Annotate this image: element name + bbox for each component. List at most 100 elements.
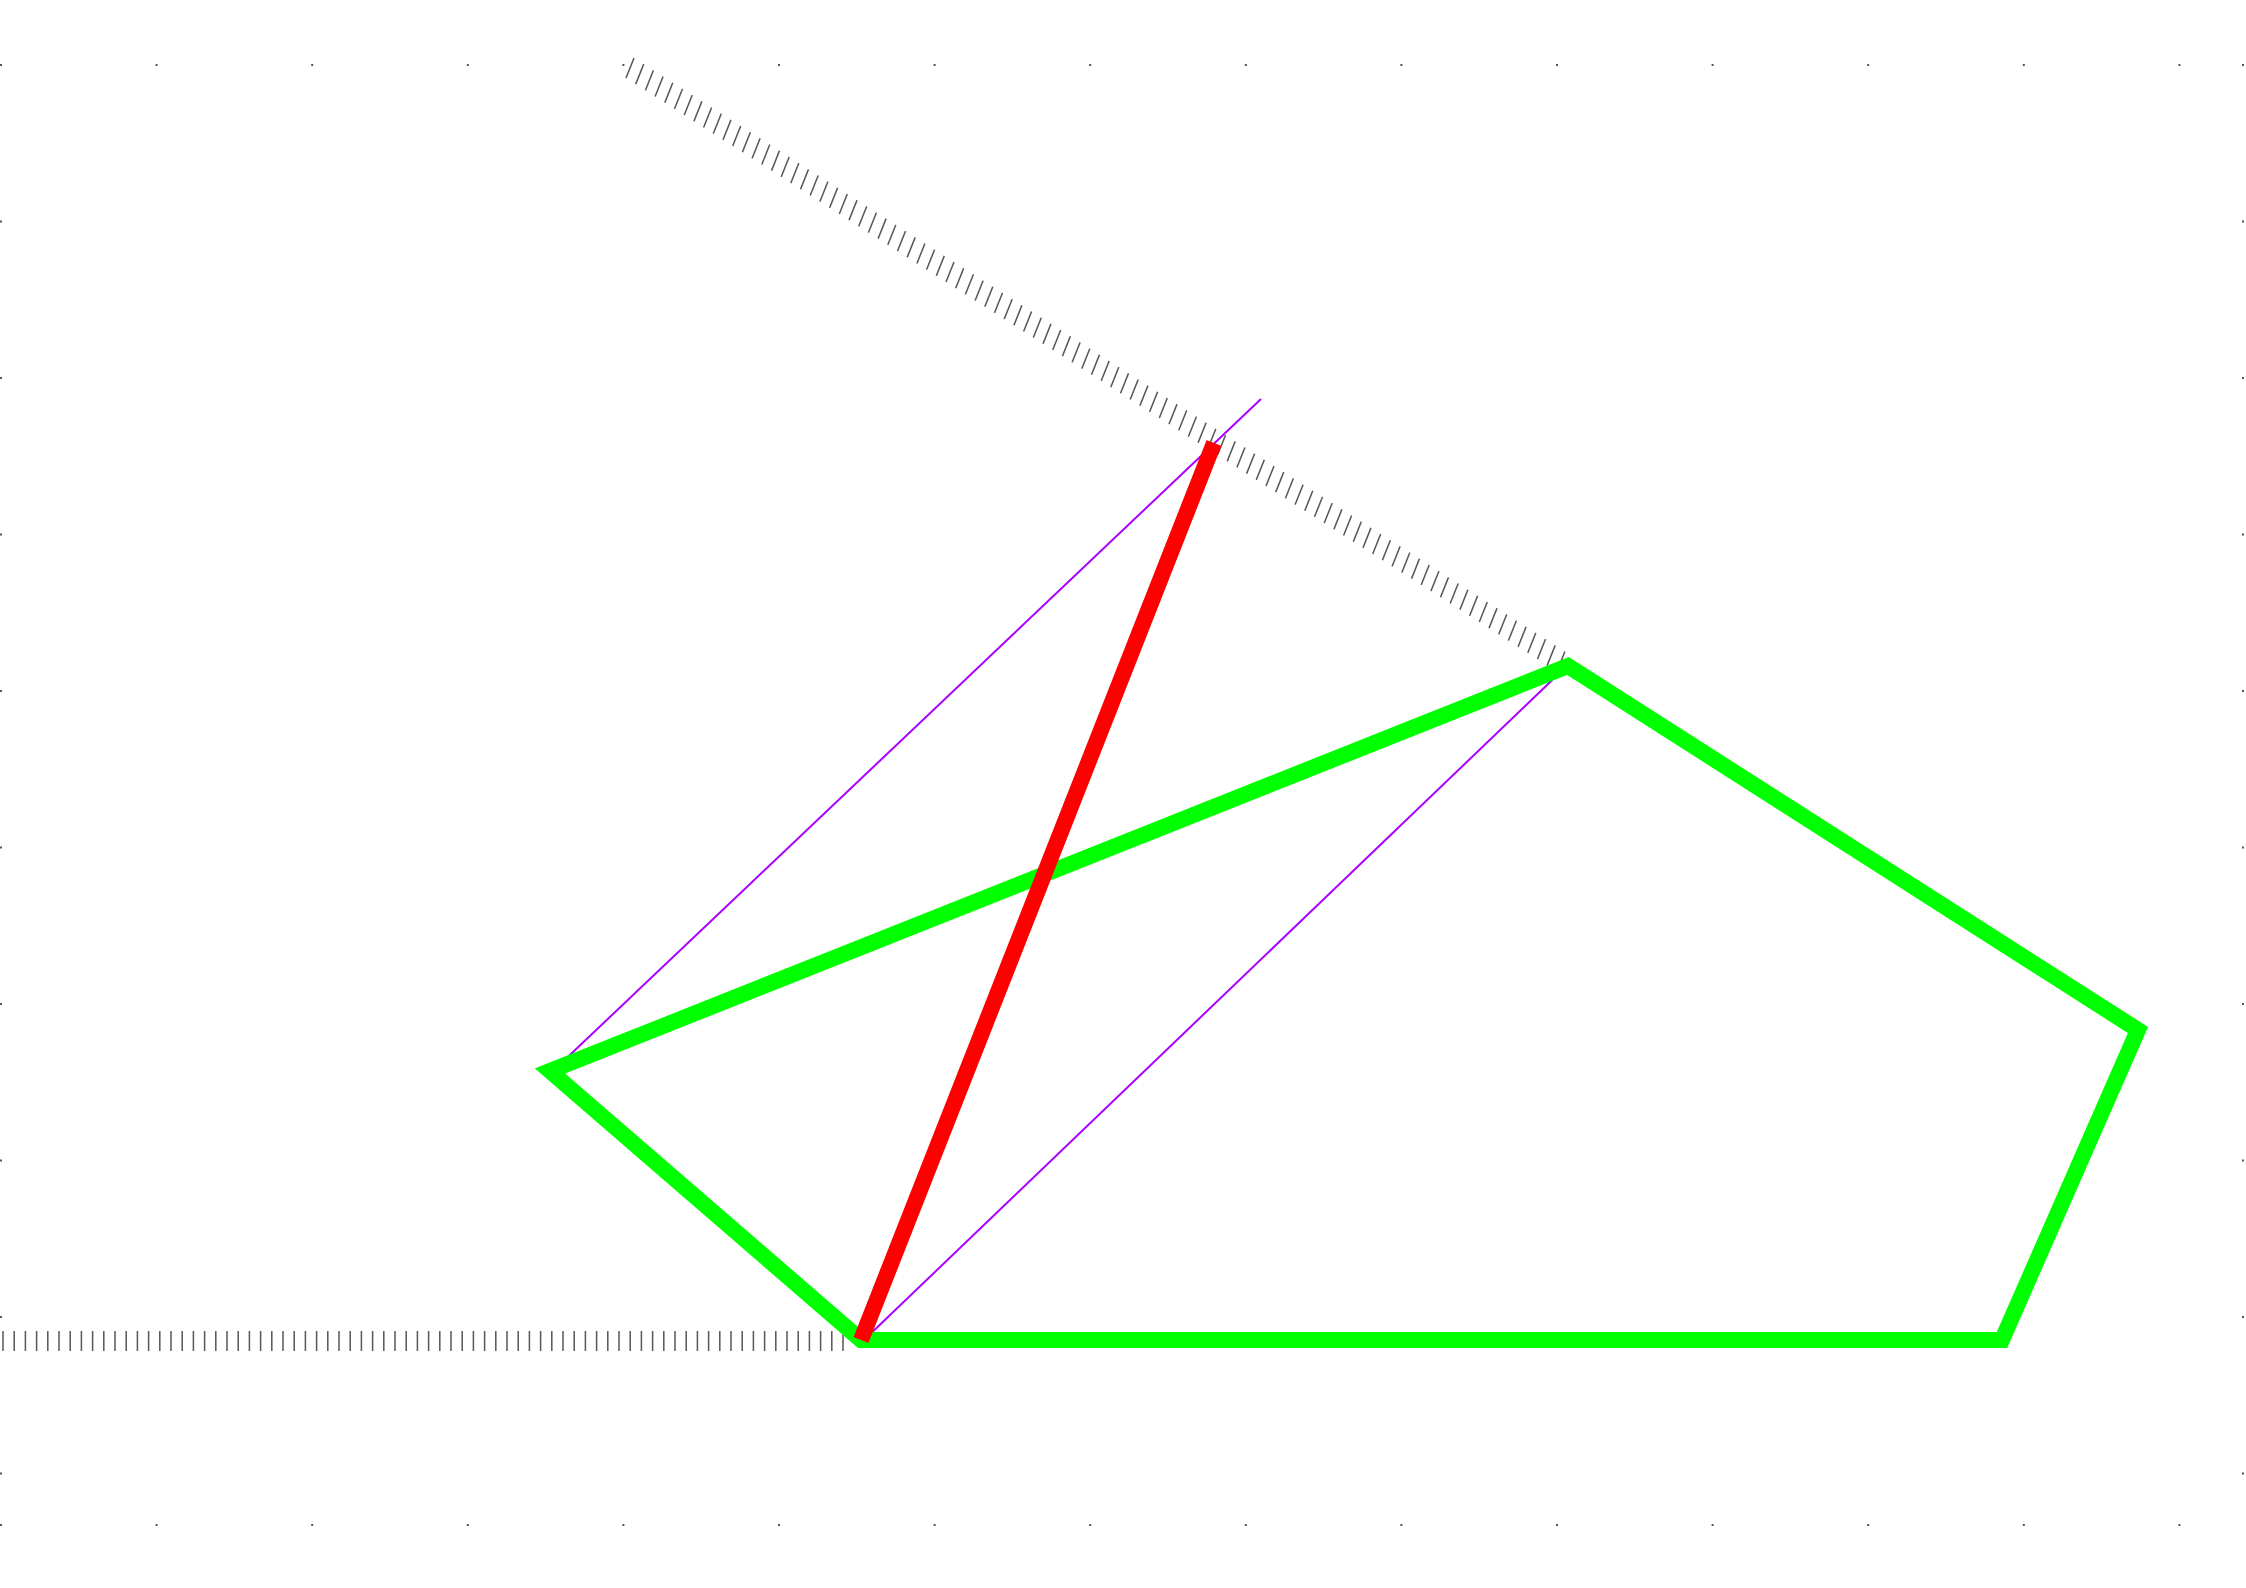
hatch-tick (1381, 539, 1392, 561)
hatch-tick (1313, 496, 1324, 518)
hatch-tick (848, 199, 858, 221)
hatch-tick (1391, 546, 1401, 567)
grid-dot (0, 1472, 2, 1475)
grid-dot (2242, 533, 2244, 536)
grid-dot (2178, 64, 2181, 66)
hatch-tick (1139, 385, 1149, 406)
hatch-tick (770, 150, 781, 171)
construction-line-lower (863, 662, 1571, 1341)
hatch-tick (984, 286, 994, 307)
hatch-tick (828, 187, 839, 209)
grid-dot (622, 64, 625, 66)
hatch-tick (1546, 645, 1556, 666)
hatch-tick (625, 57, 635, 79)
hatch-tick (1527, 632, 1537, 654)
grid-dot (1244, 64, 1247, 66)
hatch-tick (838, 193, 848, 215)
hatch-tick (858, 206, 868, 227)
hatch-tick (1294, 484, 1304, 505)
hatch-tick (964, 274, 975, 295)
grid-dot (778, 64, 780, 66)
grid-dot (0, 1316, 2, 1318)
hatch-tick (1197, 422, 1207, 443)
grid-dot (0, 220, 2, 223)
grid-dot (1556, 64, 1558, 66)
hatch-tick (916, 243, 926, 264)
grid-dot (1400, 1524, 1403, 1526)
hatch-tick (1187, 416, 1198, 437)
hatch-tick (1478, 601, 1488, 623)
hatch-tick (780, 156, 790, 178)
hatch-tick (1148, 391, 1159, 413)
hatch-tick (693, 101, 703, 122)
hatch-tick (1052, 329, 1062, 351)
hatch-tick (1003, 298, 1013, 320)
hatch-tick (867, 212, 878, 233)
grid-dot (778, 1524, 780, 1526)
grid-dot (2242, 1003, 2244, 1005)
hatch-tick (1236, 447, 1246, 468)
grid-dot (2242, 1316, 2244, 1318)
grid-dot (1867, 1524, 1870, 1526)
hatch-tick (1304, 490, 1314, 511)
hatch-tick (1081, 348, 1091, 369)
hatch-tick (644, 70, 655, 91)
hatch-tick (1168, 403, 1178, 425)
hatch-tick (1372, 533, 1382, 555)
hatch-tick (1265, 465, 1275, 487)
construction-line-upper (552, 398, 1262, 1072)
hatch-tick (896, 230, 907, 252)
grid-dot (1244, 1524, 1247, 1526)
hatch-tick (1468, 595, 1479, 617)
grid-dot (2022, 64, 2025, 66)
hatch-tick (945, 261, 955, 283)
hatch-tick (1439, 577, 1450, 598)
grid-dot (0, 533, 2, 536)
hatch-tick (819, 181, 829, 202)
grid-dot (0, 1003, 2, 1005)
grid-dot (2242, 220, 2244, 223)
hatch-tick (935, 255, 945, 277)
hatch-tick (799, 169, 810, 190)
hatch-tick (809, 175, 819, 196)
hatch-tick (1284, 478, 1295, 499)
grid-dot (311, 64, 314, 66)
hatched-guide-horizontal (2, 1331, 844, 1351)
hatch-tick (1517, 626, 1527, 648)
hatch-tick (1342, 515, 1353, 536)
red-segment (853, 440, 1222, 1343)
hatch-tick (1275, 471, 1285, 493)
grid-dot (1711, 1524, 1714, 1526)
grid-dot (155, 1524, 158, 1526)
hatch-tick (1013, 305, 1023, 326)
hatch-tick (1536, 638, 1547, 660)
hatch-tick (1061, 335, 1072, 357)
grid-dot (2242, 1159, 2244, 1162)
hatch-tick (1178, 410, 1188, 431)
hatch-tick (1401, 552, 1411, 573)
grid-dot (2242, 64, 2244, 66)
grid-dot (1867, 64, 1870, 66)
hatch-tick (1158, 397, 1168, 419)
hatch-tick (635, 63, 645, 85)
grid-dot (2022, 1524, 2025, 1526)
hatch-tick (1449, 583, 1459, 604)
hatch-tick (712, 113, 722, 134)
grid-dot (1089, 64, 1092, 66)
construction-lines (552, 398, 1571, 1341)
grid-dot (2242, 690, 2244, 692)
grid-dot (2178, 1524, 2181, 1526)
hatch-tick (1226, 441, 1236, 462)
grid-dot (0, 64, 2, 66)
hatch-tick (673, 88, 684, 110)
hatched-guide-diagonal (625, 57, 1566, 672)
grid-dot (2242, 846, 2244, 849)
grid-dot (0, 846, 2, 849)
hatch-tick (761, 144, 771, 165)
hatch-tick (1022, 311, 1033, 332)
hatch-tick (1323, 502, 1333, 524)
hatch-tick (1459, 589, 1469, 610)
hatch-tick (722, 119, 732, 141)
grid-dot (155, 64, 158, 66)
hatch-tick (1129, 379, 1139, 400)
